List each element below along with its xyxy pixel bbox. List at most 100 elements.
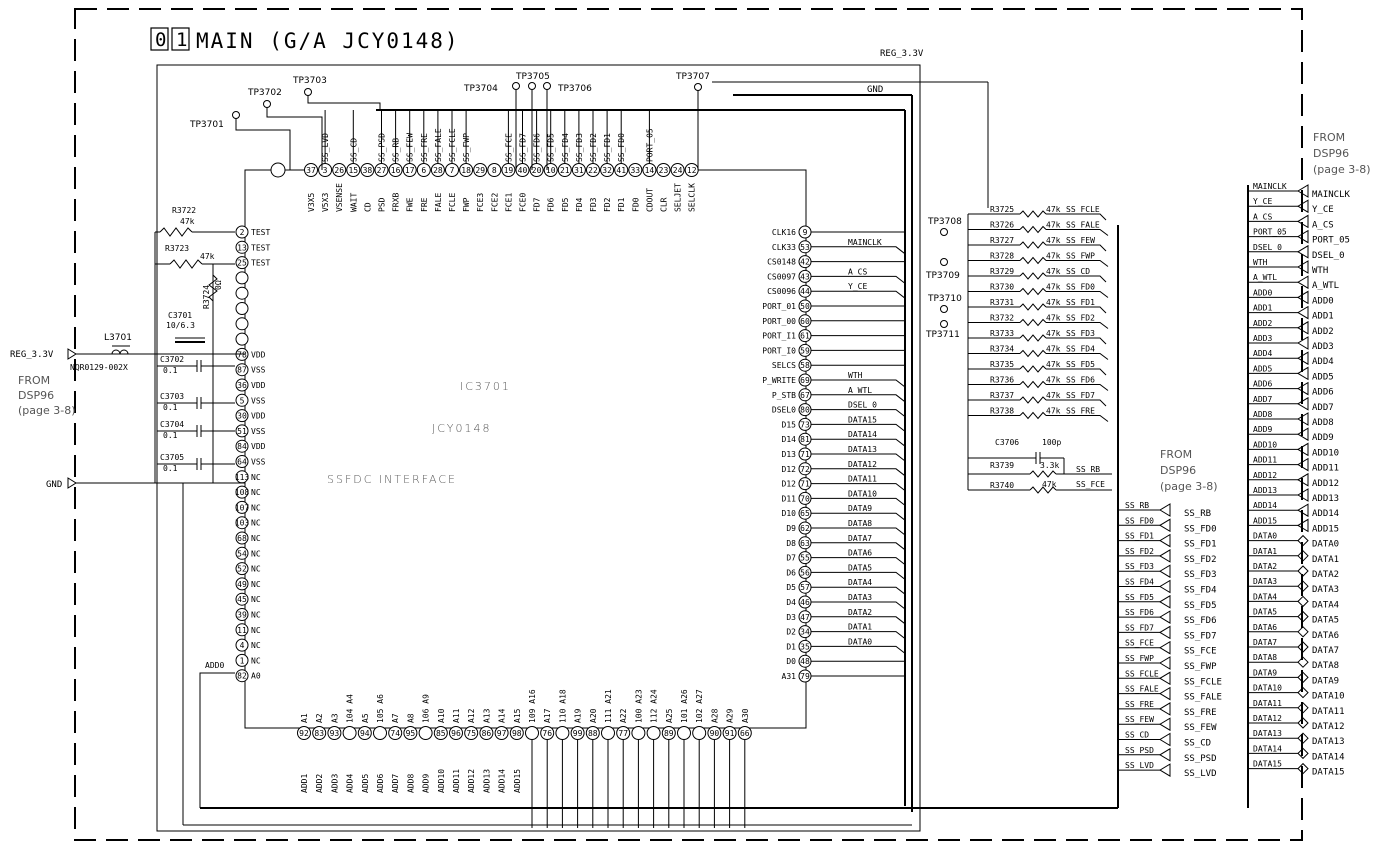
page-right: (page 3-8) — [1313, 163, 1371, 176]
bottom-pin-number: 90 — [710, 729, 720, 738]
right-pin-name: D9 — [786, 524, 796, 533]
resistor-net: SS_FD3 — [1066, 329, 1095, 338]
left-pin-name: TEST — [251, 243, 270, 252]
left-pin-name: NC — [251, 565, 261, 574]
right-bus-label: DATA2 — [1312, 570, 1339, 580]
right-pin-name: CS0096 — [767, 287, 796, 296]
resistor-wire — [1046, 322, 1109, 329]
right-pin-signal: DATA6 — [848, 549, 872, 558]
resistor-wire — [1046, 337, 1107, 345]
mid-bus-net: SS_FCE — [1125, 639, 1154, 648]
mid-bus-label: SS_FD1 — [1184, 540, 1217, 550]
right-pin-wire — [811, 246, 906, 255]
resistor-net: SS_FWP — [1066, 252, 1095, 261]
input-arrow-icon — [1297, 275, 1309, 290]
mid-bus-net: SS_RB — [1125, 501, 1149, 510]
left-pin-name: VSS — [251, 427, 266, 436]
right-pin-number: 34 — [800, 628, 810, 637]
resistor-icon — [1019, 349, 1047, 358]
tp3705-circle — [528, 82, 536, 90]
bottom-pin-number: 83 — [314, 729, 324, 738]
right-pin-number: 61 — [800, 332, 810, 341]
left-pin-number: 1 — [240, 656, 245, 665]
right-pin-wire — [811, 409, 906, 417]
right-bus-net: Y_CE — [1253, 197, 1272, 206]
top-pin-name: WAIT — [349, 193, 358, 212]
mid-bus-net: SS_FD2 — [1125, 547, 1154, 556]
mid-bus-net: SS_FEW — [1125, 715, 1154, 724]
right-pin-signal: A_WTL — [848, 386, 872, 395]
right-test-point — [940, 228, 948, 236]
input-arrow-icon — [1159, 579, 1171, 594]
right-pin-number: 9 — [803, 228, 808, 237]
gnd-top-label: GND — [867, 85, 883, 95]
right-bus-net: DATA8 — [1253, 653, 1277, 662]
left-pin-circle — [235, 378, 249, 392]
left-pin-number: 84 — [237, 442, 247, 451]
bidir-arrow-icon — [1297, 686, 1309, 699]
ic-part: JCY0148 — [432, 422, 491, 435]
input-arrow-icon — [1297, 396, 1309, 411]
bottom-pin-name: 100 A23 — [634, 689, 643, 723]
ic-ref: IC3701 — [460, 380, 511, 393]
input-arrow-icon — [1297, 336, 1309, 350]
bottom-pin-name: 104 A4 — [346, 694, 355, 723]
top-pin-name: V3X5 — [307, 193, 316, 212]
bottom-pin-name: 111 A21 — [604, 689, 613, 723]
top-pin-circle — [304, 163, 318, 177]
bottom-pin-circle — [661, 726, 676, 740]
bottom-pin-circle — [464, 726, 479, 740]
bottom-pin-number: 96 — [451, 729, 461, 738]
main-board-outline — [156, 64, 921, 832]
right-pin-name: CS0097 — [767, 272, 796, 281]
tp3702-circle — [263, 100, 271, 108]
right-pin-number: 72 — [800, 465, 810, 474]
right-pin-number: 62 — [800, 524, 810, 533]
right-pin-name: PORT_I0 — [762, 346, 796, 355]
bidir-arrow-icon — [1297, 732, 1309, 744]
resistor-ref: R3726 — [990, 221, 1014, 230]
right-pin-number: 63 — [800, 539, 810, 548]
right-pin-wire — [811, 557, 906, 565]
right-pin-name: D3 — [786, 613, 796, 622]
right-test-point — [940, 320, 948, 328]
right-pin-wire — [811, 631, 906, 639]
left-pin-number: 30 — [237, 412, 247, 421]
input-arrow-icon — [1297, 199, 1309, 214]
right-pin-number: 44 — [800, 287, 810, 296]
board-title: 0 1 MAIN (G/A JCY0148) — [150, 27, 458, 53]
left-pin-circle — [235, 332, 249, 346]
title-box-1 — [171, 27, 190, 51]
right-bus-label: DSEL_0 — [1312, 251, 1345, 261]
bottom-pin-name: 101 A26 — [680, 689, 689, 723]
mid-bus-label: SS_CD — [1184, 739, 1211, 749]
resistor-wire — [1046, 306, 1107, 314]
input-arrow-icon — [1297, 184, 1309, 198]
right-pin-number: 56 — [800, 568, 810, 577]
bottom-pin-circle — [357, 726, 372, 740]
right-bus-label: ADD4 — [1312, 357, 1334, 367]
resistor-net: SS_FCLE — [1066, 205, 1100, 214]
right-test-point-label: TP3709 — [925, 271, 960, 281]
right-pin-wire — [811, 542, 906, 551]
bottom-pin-circle — [373, 726, 387, 740]
bottom-pin-number: 97 — [497, 729, 507, 738]
resistor-net: SS_FD7 — [1066, 391, 1095, 400]
resistor-icon — [1019, 210, 1047, 218]
right-pin-signal: DATA0 — [848, 637, 872, 646]
right-pin-number: 67 — [800, 391, 810, 400]
top-pin-circle — [430, 163, 445, 177]
input-arrow-icon — [1297, 214, 1309, 229]
bidir-arrow-icon — [1297, 656, 1309, 668]
resistor-icon — [1019, 411, 1047, 420]
right-bus-net: ADD11 — [1253, 456, 1277, 465]
right-bus-net: ADD15 — [1253, 516, 1277, 525]
tp3703-wire — [307, 95, 381, 110]
top-pin-circle — [600, 163, 615, 177]
bottom-pin-name: A19 — [574, 708, 583, 723]
title-box-0 — [150, 27, 169, 51]
add0-wire — [199, 672, 235, 808]
resistor-value: 47k — [1046, 267, 1061, 276]
left-pin-circle — [235, 669, 249, 683]
